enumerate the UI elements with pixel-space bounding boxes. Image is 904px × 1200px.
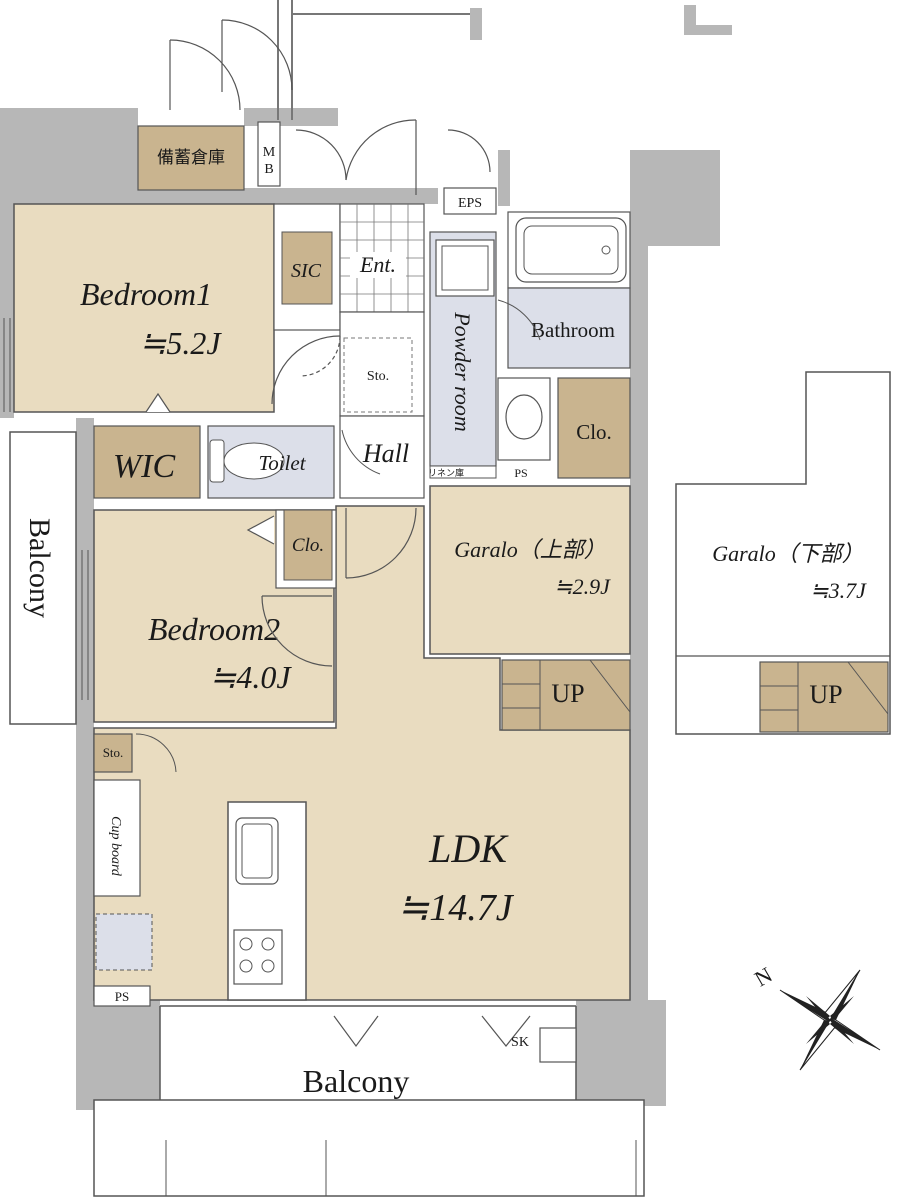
compass-label: N (750, 962, 776, 992)
linen-label: リネン庫 (428, 467, 464, 478)
hall: Hall (339, 415, 425, 499)
entrance: Ent. (339, 203, 425, 313)
stairs-lower-label: UP (809, 680, 842, 709)
bathroom: Bathroom (497, 211, 631, 461)
bedroom1-area: ≒5.2J (139, 325, 222, 361)
wic: WIC (93, 425, 201, 499)
garalo-lower: Garalo（下部） ≒3.7J (675, 371, 891, 735)
powder-room-label: Powder room (450, 311, 475, 432)
closet-bedroom2-label: Clo. (292, 535, 324, 556)
corridor-doors (169, 0, 491, 195)
closet-bedroom2: Clo. (275, 509, 337, 589)
sk-label: SK (511, 1035, 529, 1050)
stairs-upper-label: UP (551, 679, 584, 708)
storage-hall: Sto. (271, 311, 425, 417)
mb-box: M B (257, 121, 281, 187)
storage-hall-label: Sto. (367, 369, 389, 384)
svg-text:M: M (263, 145, 276, 160)
eps-label: EPS (458, 196, 482, 211)
bathroom-label: Bathroom (531, 318, 615, 342)
ps-label-upper: PS (514, 466, 527, 480)
balcony-side-label: Balcony (23, 518, 56, 618)
balcony-main: Balcony SK (93, 1005, 645, 1197)
toilet: Toilet (207, 425, 335, 499)
bedroom2: Bedroom2 ≒4.0J (93, 509, 335, 723)
windows-left (3, 318, 89, 700)
storage-room-label: 備蓄倉庫 (157, 148, 225, 167)
outer-walls (0, 5, 732, 1110)
powder-room: Powder room リネン庫 PS (428, 231, 528, 480)
sic-label: SIC (291, 260, 322, 282)
ldk-name: LDK (428, 826, 509, 871)
sic: SIC (273, 203, 341, 331)
balcony-main-label: Balcony (303, 1063, 410, 1099)
balcony-side: Balcony (9, 431, 77, 725)
svg-text:B: B (264, 162, 273, 177)
wic-label: WIC (113, 448, 176, 485)
ps-lower-label: PS (115, 989, 129, 1004)
bedroom2-area: ≒4.0J (209, 659, 292, 695)
stairs-upper: UP (501, 659, 631, 731)
garalo-upper: Garalo（上部） ≒2.9J (429, 485, 631, 655)
compass-icon: N (750, 962, 881, 1071)
garalo-lower-name: Garalo（下部） (712, 541, 864, 566)
storage-kitchen-label: Sto. (103, 745, 124, 760)
eps-box: EPS (443, 187, 497, 215)
hall-label: Hall (362, 439, 409, 468)
storage-kitchen: Sto. (93, 733, 177, 773)
storage-room: 備蓄倉庫 (137, 125, 245, 191)
toilet-label: Toilet (258, 451, 306, 475)
garalo-upper-area: ≒2.9J (554, 574, 611, 599)
ldk-area: ≒14.7J (397, 887, 514, 929)
fridge-space (95, 913, 153, 971)
bedroom2-name: Bedroom2 (148, 611, 280, 647)
closet-garalo-label: Clo. (576, 420, 612, 444)
ps-lower: PS (93, 985, 151, 1007)
cupboard-label: Cup board (108, 816, 123, 877)
kitchen-counter (227, 801, 307, 1001)
cupboard: Cup board (93, 779, 141, 897)
bedroom1-name: Bedroom1 (80, 276, 212, 312)
bedroom1: Bedroom1 ≒5.2J (13, 203, 275, 413)
stairs-lower: UP (759, 661, 889, 733)
entrance-label: Ent. (359, 252, 396, 277)
garalo-upper-name: Garalo（上部） (454, 537, 606, 562)
garalo-lower-area: ≒3.7J (810, 578, 867, 603)
